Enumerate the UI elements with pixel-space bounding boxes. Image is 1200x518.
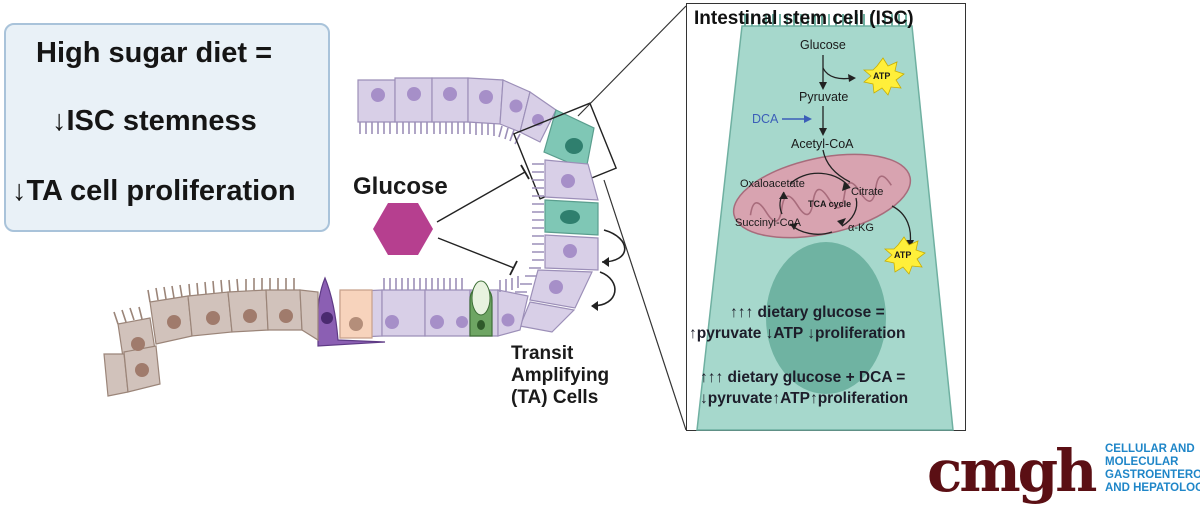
cmgh-logo: cmgh (927, 437, 1097, 505)
glucose-hexagon (373, 203, 433, 255)
journal-name: CELLULAR AND MOLECULAR GASTROENTEROLOGY … (1105, 443, 1200, 495)
atp-burst-1 (862, 57, 905, 96)
summary-line-3: ↓TA cell proliferation (12, 175, 296, 207)
crypt-cells (515, 159, 599, 333)
statement-1-line-1: ↑↑↑ dietary glucose = (730, 304, 885, 321)
oxaloacetate-label: Oxaloacetate (740, 178, 805, 190)
journal-line-3: GASTROENTEROLOGY (1105, 469, 1200, 481)
summary-line-2: ↓ISC stemness (52, 105, 257, 137)
statement-2-line-2: ↓pyruvate↑ATP↑proliferation (700, 390, 909, 407)
glucose-metabolite: Glucose (800, 38, 846, 52)
mitochondrion (732, 153, 912, 239)
acetyl-coa-metabolite: Acetyl-CoA (791, 137, 854, 151)
isc-title: Intestinal stem cell (ISC) (694, 8, 914, 29)
atp-burst-2 (883, 236, 926, 275)
atp-label-2: ATP (894, 250, 912, 260)
bottom-epithelium (316, 276, 529, 347)
atp-label-1: ATP (873, 71, 891, 81)
statement-1-line-2: ↑pyruvate ↓ATP ↓proliferation (689, 325, 906, 342)
ta-label-line-1: Transit (511, 343, 574, 364)
curved-arrow-2 (591, 271, 616, 307)
glucose-label: Glucose (353, 173, 448, 200)
ta-cells-label: Transit Amplifying (TA) Cells (511, 343, 609, 409)
journal-line-1: CELLULAR AND (1105, 443, 1195, 455)
summary-line-1: High sugar diet = (36, 37, 273, 69)
akg-label: α-KG (848, 222, 874, 234)
succinyl-coa-label: Succinyl-CoA (735, 217, 802, 229)
ta-label-line-3: (TA) Cells (511, 387, 599, 408)
curved-arrow-1 (601, 229, 626, 263)
statement-2-line-1: ↑↑↑ dietary glucose + DCA = (700, 369, 906, 386)
summary-box: High sugar diet = ↓ISC stemness ↓TA cell… (4, 23, 330, 232)
citrate-label: Citrate (851, 186, 884, 198)
journal-line-4: AND HEPATOLOGY (1105, 482, 1200, 494)
ta-label-line-2: Amplifying (511, 365, 610, 386)
dca-label: DCA (752, 112, 779, 126)
journal-line-2: MOLECULAR (1105, 456, 1179, 468)
tca-cycle-label: TCA cycle (808, 199, 852, 209)
isc-nucleus (766, 242, 886, 394)
left-villus (103, 278, 319, 397)
pyruvate-metabolite: Pyruvate (799, 90, 849, 104)
